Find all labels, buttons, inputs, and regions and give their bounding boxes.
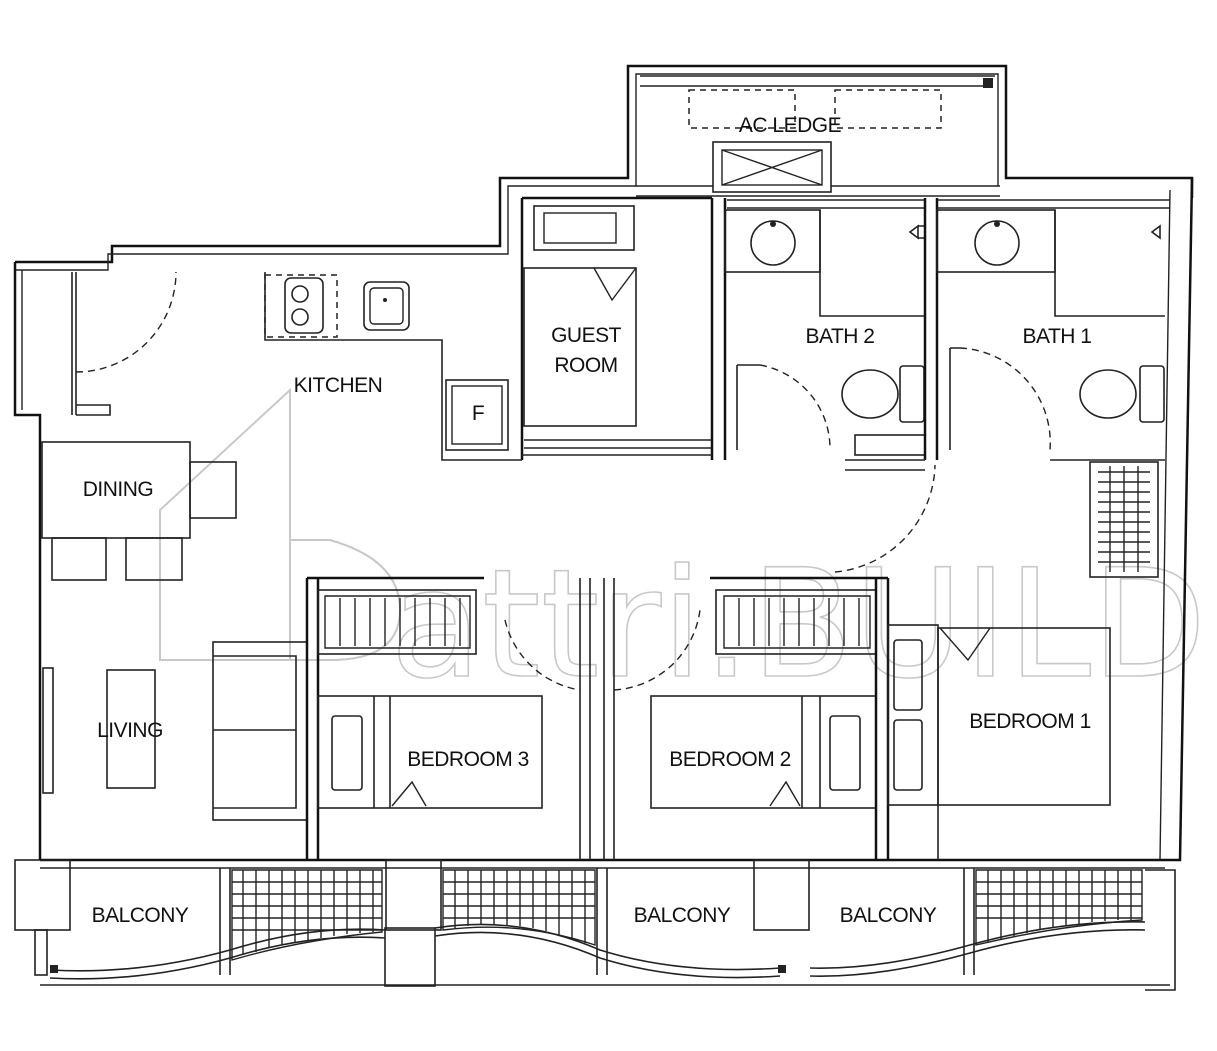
balconies [14,859,1176,991]
entrance-door [71,271,177,416]
bedroom-3 [305,576,591,860]
ac-ledge [636,75,1000,197]
kitchen [264,272,712,461]
living-label: LIVING [97,719,163,742]
balcony-left-label: BALCONY [92,904,189,927]
bath-2 [710,198,939,460]
bath-1-label: BATH 1 [1023,325,1092,348]
dining-label: DINING [83,478,154,501]
watermark-text: attri.BUILD [390,538,1207,712]
ac-ledge-label: AC LEDGE [739,114,842,137]
balcony-right-label: BALCONY [840,904,937,927]
bedroom-2-label: BEDROOM 2 [669,748,791,771]
bedroom-1-label: BEDROOM 1 [969,710,1091,733]
balcony-mid-label: BALCONY [634,904,731,927]
living-furniture [42,641,308,821]
guest-room-label-1: GUEST [551,324,622,347]
guest-room-label-2: ROOM [554,354,617,377]
bedroom-1 [887,461,1159,860]
kitchen-label: KITCHEN [294,374,383,397]
dining-set [41,441,237,581]
guest-room [520,196,712,460]
bedroom-3-label: BEDROOM 3 [407,748,529,771]
bath-2-label: BATH 2 [806,325,875,348]
bath-1 [936,199,1170,461]
fridge-label: F [472,402,484,425]
passage-door [834,459,936,573]
watermark-logo [159,387,402,661]
outer-walls [13,64,1194,869]
